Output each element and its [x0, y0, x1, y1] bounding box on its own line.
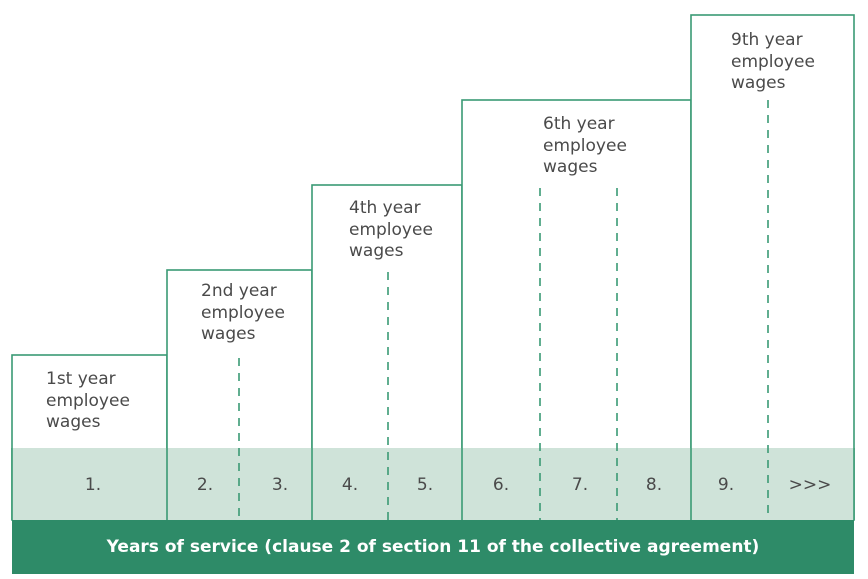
step-label-2: 2nd year employee wages: [201, 281, 285, 346]
step-label-line: wages: [201, 324, 256, 344]
step-label-9: 9th year employee wages: [731, 30, 815, 95]
step-label-line: wages: [731, 73, 786, 93]
step-label-line: employee: [46, 390, 130, 411]
year-band: [12, 448, 854, 520]
step-label-4: 4th year employee wages: [349, 198, 433, 263]
step-label-line: employee: [543, 135, 627, 156]
year-number-more: >>>: [788, 475, 832, 495]
footer-caption: Years of service (clause 2 of section 11…: [106, 537, 760, 557]
step-label-1: 1st year employee wages: [46, 369, 130, 434]
year-number-3: 3.: [271, 475, 289, 495]
step-label-line: employee: [349, 219, 433, 240]
step-label-line: 2nd year: [201, 281, 277, 301]
year-number-1: 1.: [84, 475, 102, 495]
year-number-4: 4.: [341, 475, 359, 495]
step-label-line: wages: [46, 412, 101, 432]
step-label-line: employee: [201, 302, 285, 323]
step-label-6: 6th year employee wages: [543, 114, 627, 179]
year-number-2: 2.: [196, 475, 214, 495]
year-number-6: 6.: [492, 475, 510, 495]
step-label-line: wages: [349, 241, 404, 261]
step-label-line: employee: [731, 51, 815, 72]
year-number-5: 5.: [416, 475, 434, 495]
step-label-line: 9th year: [731, 30, 803, 50]
year-number-8: 8.: [645, 475, 663, 495]
step-label-line: 4th year: [349, 198, 421, 218]
step-label-line: wages: [543, 157, 598, 177]
step-label-line: 1st year: [46, 369, 116, 389]
year-number-9: 9.: [717, 475, 735, 495]
step-label-line: 6th year: [543, 114, 615, 134]
year-number-7: 7.: [571, 475, 589, 495]
footer-bar: [12, 520, 854, 574]
step-block-9: [690, 14, 855, 521]
